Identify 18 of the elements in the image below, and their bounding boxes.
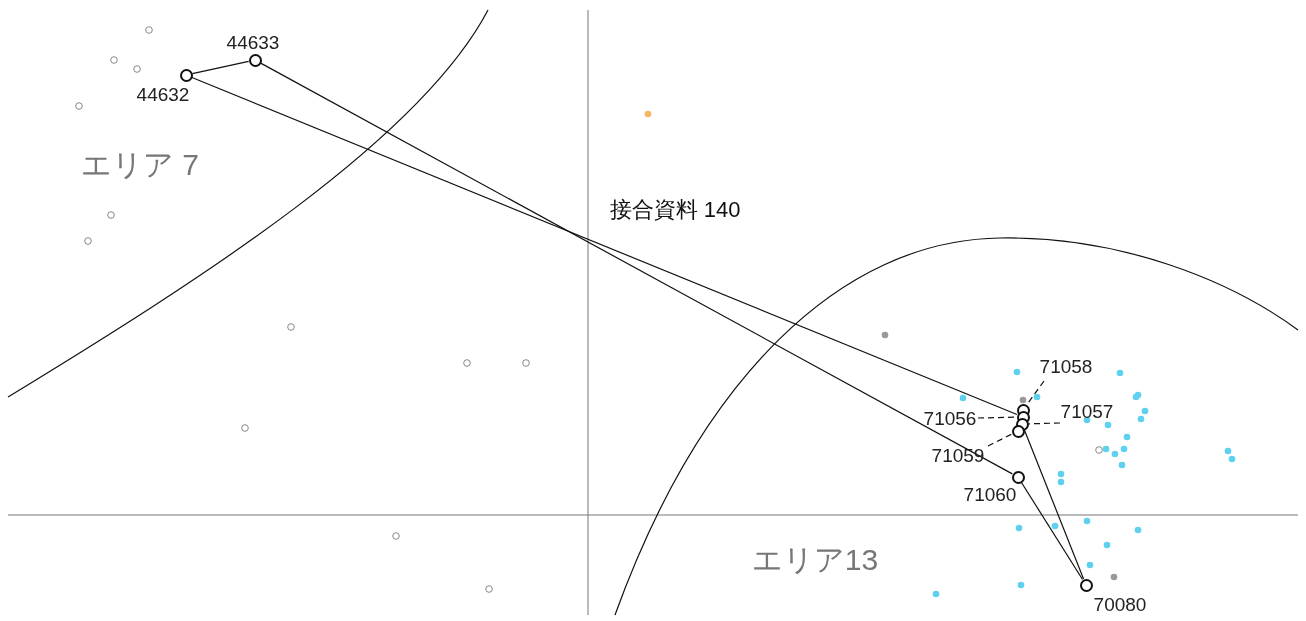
connector-line: [1020, 481, 1084, 581]
connector-line: [1023, 429, 1085, 580]
connector-line: [191, 76, 1018, 416]
point-label: 71060: [963, 484, 1017, 504]
sample-label: 接合資料 140: [609, 199, 741, 221]
connector-line: [191, 60, 250, 75]
leader-line: [1027, 422, 1061, 425]
point-label: 71056: [923, 408, 977, 428]
point-label: 71057: [1060, 401, 1114, 421]
connector-line: [260, 62, 1013, 475]
area-label: エリア13: [751, 545, 879, 575]
leader-line: [987, 433, 1013, 447]
area-label: エリア 7: [81, 150, 199, 180]
point-label: 44633: [226, 32, 280, 52]
point-label: 70080: [1093, 594, 1147, 614]
point-label: 71058: [1039, 356, 1093, 376]
point-label: 71059: [931, 445, 985, 465]
point-label: 44632: [136, 84, 190, 104]
